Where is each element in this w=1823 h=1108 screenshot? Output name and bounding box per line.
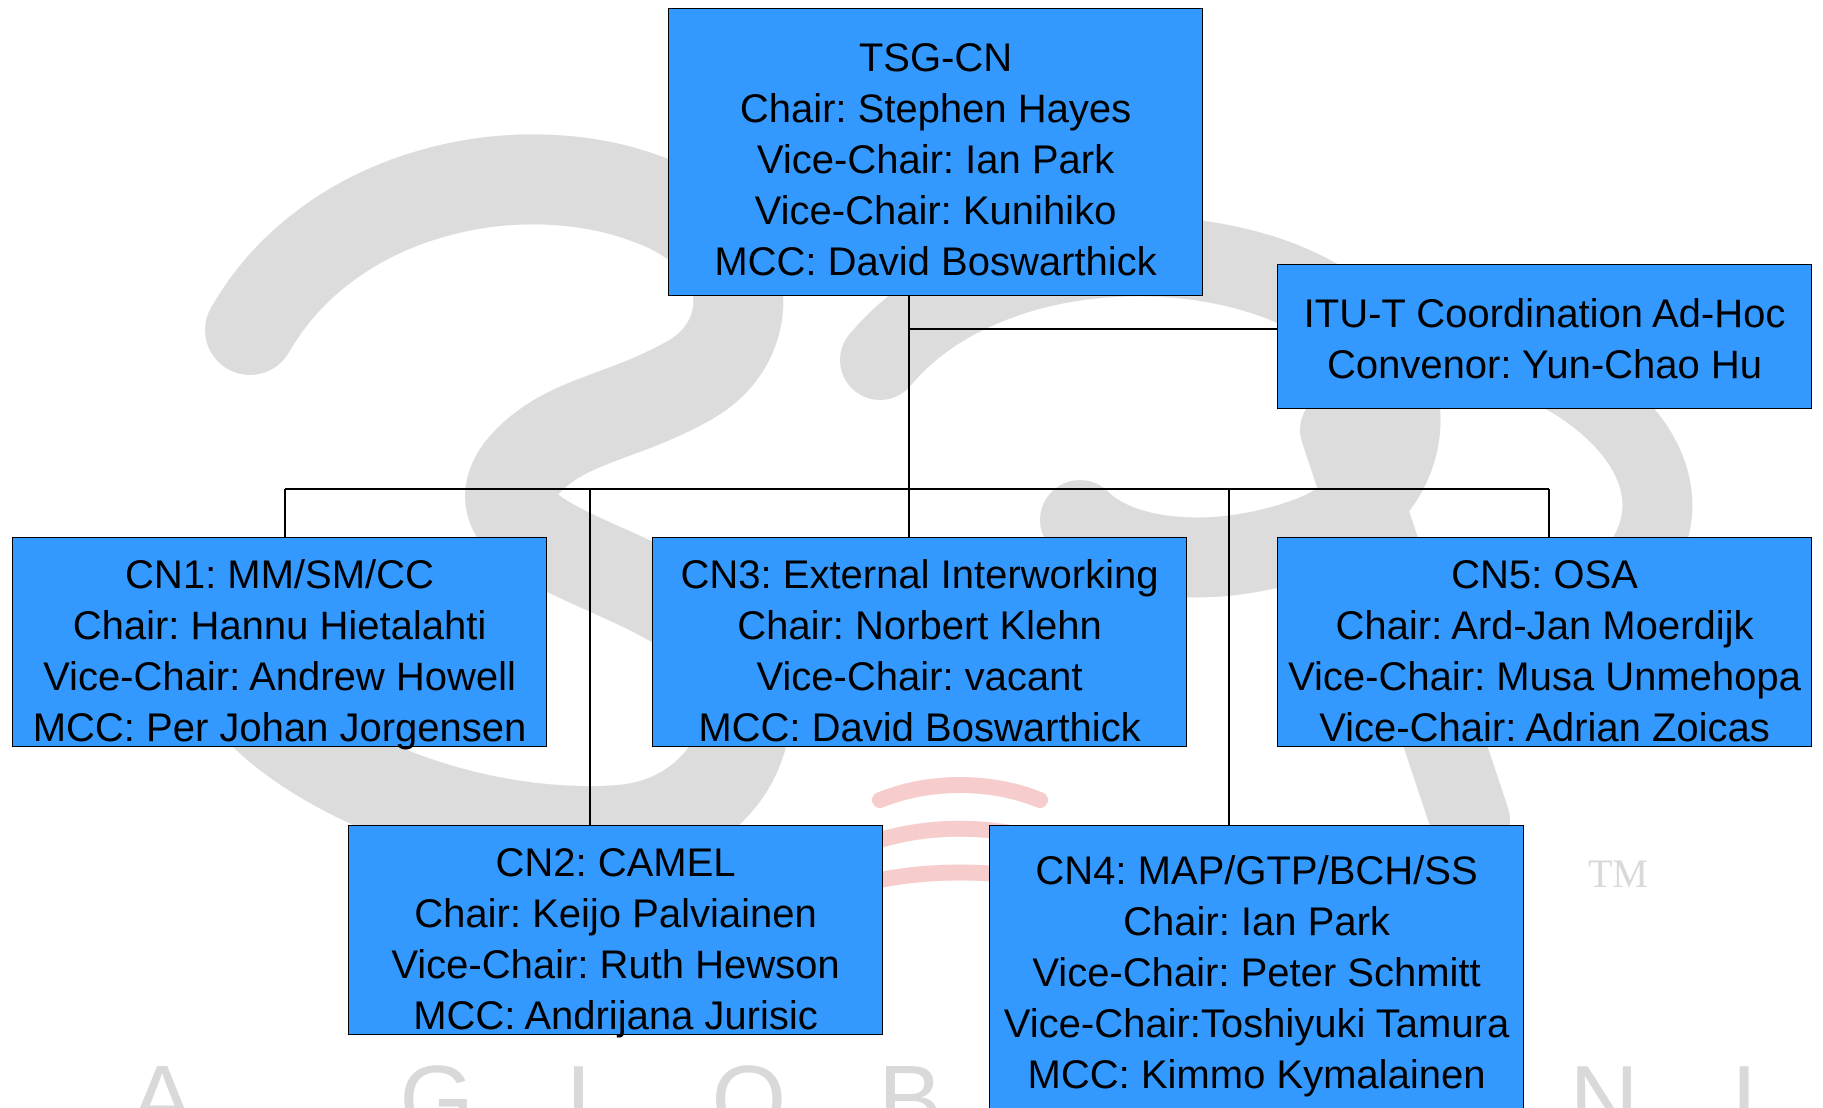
box-line: Vice-Chair:Toshiyuki Tamura <box>1003 1002 1510 1046</box>
box-line: Chair: Ard-Jan Moerdijk <box>1335 604 1754 648</box>
box-title: CN4: MAP/GTP/BCH/SS <box>1035 849 1478 893</box>
box-line: Vice-Chair: Ruth Hewson <box>391 943 840 987</box>
box-line: Vice-Chair: Ian Park <box>756 138 1115 182</box>
box-line: MCC: Andrijana Jurisic <box>413 994 818 1038</box>
box-title: TSG-CN <box>858 36 1013 80</box>
itu-t-coordination-box: ITU-T Coordination Ad-Hoc Convenor: Yun-… <box>1277 264 1812 409</box>
tsg-cn-box: TSG-CN Chair: Stephen Hayes Vice-Chair: … <box>668 8 1203 296</box>
box-line: Convenor: Yun-Chao Hu <box>1326 343 1763 387</box>
cn5-box: CN5: OSA Chair: Ard-Jan Moerdijk Vice-Ch… <box>1277 537 1812 750</box>
box-title: CN1: MM/SM/CC <box>125 553 434 597</box>
box-title: CN5: OSA <box>1451 553 1638 597</box>
box-title: CN3: External Interworking <box>680 553 1159 597</box>
box-title: ITU-T Coordination Ad-Hoc <box>1303 292 1786 336</box>
box-line: Chair: Stephen Hayes <box>739 87 1132 131</box>
box-line: MCC: David Boswarthick <box>698 706 1141 750</box>
box-line: Chair: Hannu Hietalahti <box>72 604 487 648</box>
trademark-mark: TM <box>1588 851 1648 896</box>
box-line: Vice-Chair: Peter Schmitt <box>1032 951 1481 995</box>
cn2-box: CN2: CAMEL Chair: Keijo Palviainen Vice-… <box>348 825 883 1038</box>
watermark-tagline: A GLOBAL INITIATIVE <box>130 1046 1823 1108</box>
box-line: MCC: Kimmo Kymalainen <box>1027 1053 1486 1097</box>
box-line: Vice-Chair: Musa Unmehopa <box>1288 655 1801 699</box>
box-line: Vice-Chair: Adrian Zoicas <box>1319 706 1770 750</box>
cn4-box: CN4: MAP/GTP/BCH/SS Chair: Ian Park Vice… <box>989 825 1524 1108</box>
box-line: Vice-Chair: Andrew Howell <box>43 655 516 699</box>
box-line: MCC: David Boswarthick <box>714 240 1157 284</box>
cn3-box: CN3: External Interworking Chair: Norber… <box>652 537 1187 750</box>
box-line: MCC: Per Johan Jorgensen <box>32 706 527 750</box>
box-line: Chair: Norbert Klehn <box>737 604 1102 648</box>
box-title: CN2: CAMEL <box>495 841 736 885</box>
box-line: Vice-Chair: Kunihiko <box>754 189 1117 233</box>
box-line: Chair: Ian Park <box>1123 900 1390 944</box>
box-line: Vice-Chair: vacant <box>756 655 1083 699</box>
box-line: Chair: Keijo Palviainen <box>414 892 817 936</box>
watermark-red-arc-1 <box>872 777 1048 808</box>
cn1-box: CN1: MM/SM/CC Chair: Hannu Hietalahti Vi… <box>12 537 547 750</box>
